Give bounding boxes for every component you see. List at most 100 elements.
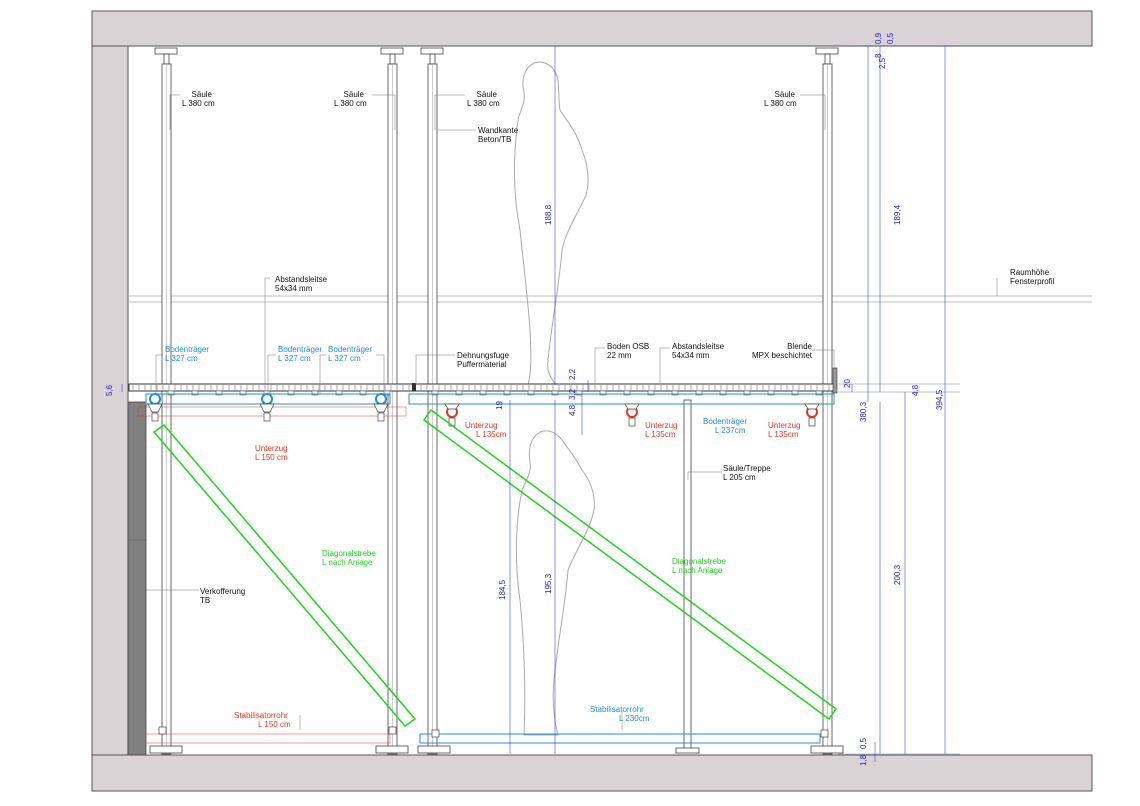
column-saeule-4: [815, 47, 839, 755]
label-raumhoehe: Raumhöhe Fensterprofil: [1010, 268, 1055, 286]
diagonal-brace-left: [152, 423, 417, 728]
label-diagonalstrebe-2: Diagonalstrebe L nach Anlage: [672, 557, 726, 575]
label-stabilisatorrohr-2: Stabilisatorrohr L 230cm: [590, 705, 650, 723]
svg-text:54x34 mm: 54x34 mm: [672, 351, 710, 360]
svg-text:Raumhöhe: Raumhöhe: [1010, 268, 1050, 277]
svg-text:Unterzug: Unterzug: [255, 444, 287, 453]
label-saeule-4: Säule L 380 cm: [764, 90, 797, 108]
svg-text:L 327 cm: L 327 cm: [328, 354, 361, 363]
ceiling-slab: [91, 10, 1093, 47]
svg-text:L 205 cm: L 205 cm: [723, 473, 756, 482]
svg-text:Fensterprofil: Fensterprofil: [1010, 277, 1055, 286]
svg-text:Beton/TB: Beton/TB: [478, 135, 511, 144]
svg-text:L 150 cm: L 150 cm: [255, 453, 288, 462]
svg-text:L 380 cm: L 380 cm: [334, 99, 367, 108]
svg-text:Wandkante: Wandkante: [478, 126, 519, 135]
svg-text:Puffermaterial: Puffermaterial: [457, 360, 507, 369]
dim-380-3: 380,3: [859, 401, 868, 422]
svg-text:L 237cm: L 237cm: [715, 426, 746, 435]
column-saeule-3: [420, 47, 444, 755]
svg-text:L 135cm: L 135cm: [645, 430, 676, 439]
human-silhouette-upper: [514, 61, 589, 386]
fensterprofil-line: [128, 295, 1092, 303]
building-structure: [91, 10, 1093, 792]
svg-text:Boden OSB: Boden OSB: [607, 342, 649, 351]
blue-beams: [145, 393, 835, 744]
dim-3-2: 3,2: [568, 388, 577, 400]
column-bases: [149, 745, 844, 754]
label-saeule-1: Säule L 380 cm: [182, 90, 215, 108]
dim-189-4: 189,4: [893, 204, 902, 225]
label-bodentraeger-1: Bodenträger L 327 cm: [165, 345, 209, 363]
bracket-blue-2: [259, 393, 275, 422]
label-dehnungsfuge: Dehnungsfuge Puffermaterial: [457, 351, 510, 369]
label-diagonalstrebe-1: Diagonalstrebe L nach Anlage: [322, 549, 376, 567]
label-unterzug-b: Unterzug L 135cm: [645, 421, 677, 439]
dim-4-8: 4,8: [568, 404, 577, 416]
column-saeule-2: [380, 47, 404, 755]
dim-200-3: 200,3: [893, 564, 902, 585]
svg-text:L nach Anlage: L nach Anlage: [672, 566, 723, 575]
svg-text:TB: TB: [200, 596, 210, 605]
svg-text:L 380 cm: L 380 cm: [182, 99, 215, 108]
bracket-red-1: [444, 403, 460, 427]
dim-8: 8: [874, 53, 883, 58]
dim-184-5: 184,5: [498, 579, 507, 600]
label-saeule-treppe: Säule/Treppe L 205 cm: [723, 464, 771, 482]
column-saeule-1: [154, 47, 178, 755]
stabilisatorrohr-beam-left: [145, 733, 391, 744]
label-saeule-3: Säule L 380 cm: [467, 90, 500, 108]
label-bodentraeger-2: Bodenträger L 327 cm: [278, 345, 322, 363]
svg-text:L 135cm: L 135cm: [768, 430, 799, 439]
dim-1-8: 1,8: [859, 754, 868, 766]
label-abstandsleitse-1: Abstandsleitse 54x34 mm: [275, 275, 328, 293]
dim-2-2: 2,2: [568, 368, 577, 380]
svg-text:Bodenträger: Bodenträger: [703, 417, 747, 426]
label-abstandsleitse-2: Abstandsleitse 54x34 mm: [672, 342, 725, 360]
svg-text:Blende: Blende: [787, 342, 812, 351]
left-wall: [91, 45, 129, 756]
svg-text:Stabilisatorrohr: Stabilisatorrohr: [234, 711, 288, 720]
svg-text:L 230cm: L 230cm: [619, 714, 650, 723]
label-bodentraeger-237: Bodenträger L 237cm: [703, 417, 747, 435]
label-wandkante: Wandkante Beton/TB: [478, 126, 519, 144]
svg-text:MPX beschichtet: MPX beschichtet: [752, 351, 813, 360]
label-bodentraeger-3: Bodenträger L 327 cm: [328, 345, 372, 363]
label-blende: Blende MPX beschichtet: [752, 342, 813, 360]
deck-ticks: [132, 385, 830, 390]
bracket-red-2: [624, 403, 640, 427]
svg-text:Dehnungsfuge: Dehnungsfuge: [457, 351, 510, 360]
dim-20: 20: [843, 379, 852, 388]
dim-394-5: 394,5: [935, 389, 944, 410]
svg-text:54x34 mm: 54x34 mm: [275, 284, 313, 293]
dim-5-6: 5,6: [105, 384, 114, 396]
stabilisatorrohr-beam-right: [419, 733, 821, 744]
svg-text:Bodenträger: Bodenträger: [278, 345, 322, 354]
bracket-blue-1: [147, 393, 163, 422]
floor-slab: [91, 754, 1093, 792]
bracket-red-3: [804, 403, 820, 427]
svg-text:Bodenträger: Bodenträger: [328, 345, 372, 354]
bodentraeger-beam-right: [408, 393, 835, 405]
svg-text:Bodenträger: Bodenträger: [165, 345, 209, 354]
svg-text:Säule: Säule: [775, 90, 796, 99]
svg-text:Stabilisatorrohr: Stabilisatorrohr: [590, 705, 644, 714]
dehnungsfuge-mark: [412, 383, 416, 391]
label-unterzug-a: Unterzug L 135cm: [465, 421, 507, 439]
svg-text:Unterzug: Unterzug: [768, 421, 800, 430]
dim-0-5-bot: 0,5: [859, 737, 868, 749]
svg-text:22 mm: 22 mm: [607, 351, 632, 360]
svg-text:L 135cm: L 135cm: [476, 430, 507, 439]
label-unterzug-l150: Unterzug L 150 cm: [255, 444, 288, 462]
dim-2-5: 2,5: [878, 57, 887, 69]
label-unterzug-c: Unterzug L 135cm: [768, 421, 800, 439]
label-stabilisatorrohr-1: Stabilisatorrohr L 150 cm: [234, 711, 291, 729]
svg-text:L 380 cm: L 380 cm: [467, 99, 500, 108]
svg-text:Säule/Treppe: Säule/Treppe: [723, 464, 771, 473]
svg-text:Unterzug: Unterzug: [645, 421, 677, 430]
dim-0-9: 0,9: [874, 32, 883, 44]
floor-deck: [128, 367, 838, 394]
label-boden-osb: Boden OSB 22 mm: [607, 342, 649, 360]
blende-panel: [832, 367, 838, 394]
bracket-blue-3: [373, 393, 389, 422]
